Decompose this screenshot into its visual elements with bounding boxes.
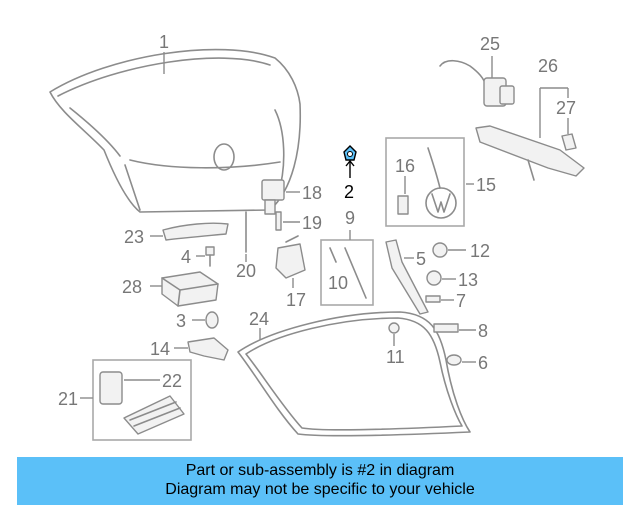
part-11[interactable] [388,322,400,334]
callout-9: 9 [345,208,355,228]
part-15-emblem[interactable] [425,147,457,219]
callout-14: 14 [150,339,170,359]
callout-24: 24 [249,309,269,329]
callout-3: 3 [176,311,186,331]
part-10[interactable] [329,247,367,299]
sub-assembly-box-9 [320,239,374,306]
callout-18: 18 [302,183,322,203]
part-21[interactable] [99,371,185,435]
callout-25: 25 [480,34,500,54]
callout-21: 21 [58,389,78,409]
callout-27: 27 [556,98,576,118]
callout-16: 16 [395,156,415,176]
part-17[interactable] [275,235,306,279]
callout-19: 19 [302,213,322,233]
trunk-lid[interactable] [49,48,302,213]
part-2-clip[interactable] [343,145,357,178]
callout-6: 6 [478,353,488,373]
part-5[interactable] [385,239,429,315]
callout-23: 23 [124,227,144,247]
callout-13: 13 [458,270,478,290]
part-3[interactable] [205,311,219,329]
callout-26: 26 [538,56,558,76]
part-13[interactable] [426,270,442,286]
callout-17: 17 [286,290,306,310]
part-4[interactable] [205,246,215,267]
part-16[interactable] [397,195,409,215]
part-25[interactable] [439,59,515,107]
callout-10: 10 [328,273,348,293]
part-27[interactable] [561,133,577,151]
callout-4: 4 [181,247,191,267]
part-18[interactable] [261,179,285,215]
callout-22: 22 [162,371,182,391]
part-26-hinge[interactable] [475,125,585,181]
part-12[interactable] [432,242,448,258]
callout-7: 7 [456,291,466,311]
part-6[interactable] [446,354,462,366]
callout-12: 12 [470,241,490,261]
sub-assembly-box-15 [385,137,465,227]
banner-line-1: Part or sub-assembly is #2 in diagram [185,462,455,479]
callout-11: 11 [386,347,405,367]
callout-8: 8 [478,321,488,341]
part-19[interactable] [275,211,282,231]
part-8[interactable] [433,323,459,333]
callout-5: 5 [416,249,426,269]
part-24[interactable] [237,311,471,437]
callout-1: 1 [159,32,169,52]
part-14[interactable] [187,337,229,361]
parts-diagram: 1 2 18 19 20 17 23 4 [49,32,585,441]
banner-line-2: Diagram may not be specific to your vehi… [165,481,475,498]
sub-assembly-box-21 [92,359,192,441]
info-banner: Part or sub-assembly is #2 in diagram Di… [17,457,623,505]
callout-20: 20 [236,261,256,281]
callout-28: 28 [122,277,142,297]
callout-2: 2 [344,182,354,202]
part-23[interactable] [162,222,229,241]
callout-15: 15 [476,175,496,195]
part-28[interactable] [161,271,219,307]
part-7[interactable] [425,295,441,303]
